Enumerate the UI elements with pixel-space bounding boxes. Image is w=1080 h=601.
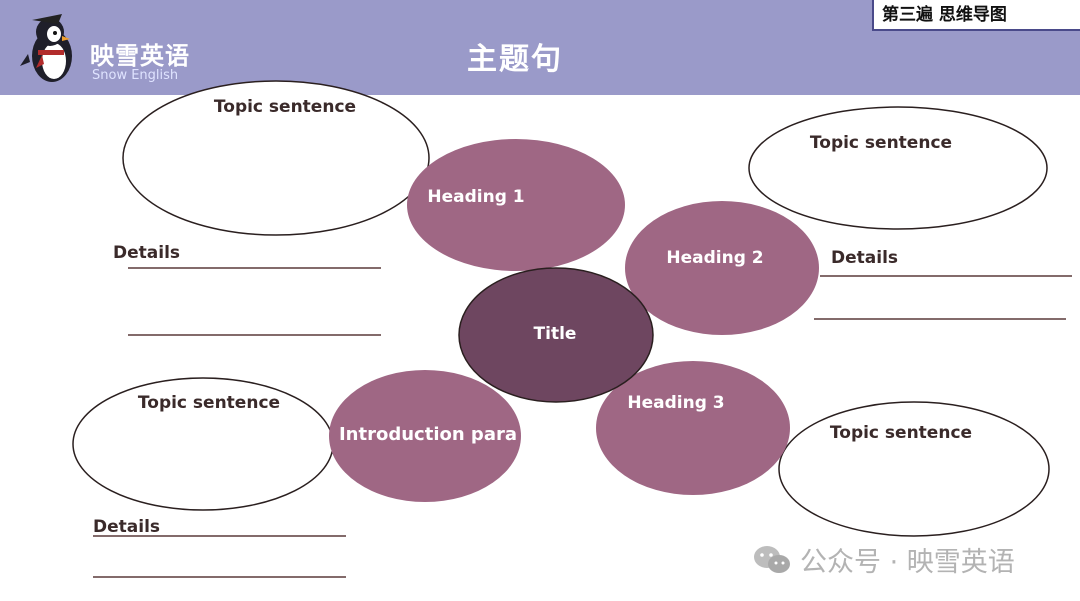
topic-sentence-label-bottom-right: Topic sentence [830,423,972,443]
topic-ellipse-top-left [122,80,430,236]
topic-sentence-label-bottom-left: Topic sentence [138,393,280,413]
topic-ellipse-top-right [748,106,1048,230]
title-node [458,267,654,403]
heading-1-node [407,139,625,271]
watermark-text: 公众号 · 映雪英语 [800,547,1015,578]
heading-1-label: Heading 1 [427,187,524,207]
topic-sentence-label-top-right: Topic sentence [810,133,952,153]
wechat-icon [754,545,790,573]
details-label-right: Details [831,248,898,268]
details-label-left-bottom: Details [93,517,160,537]
details-label-left-top: Details [113,243,180,263]
heading-2-label: Heading 2 [666,248,763,268]
brand-name-en: Snow English [92,68,179,83]
watermark: 公众号 · 映雪英语 [752,540,1015,579]
heading-3-label: Heading 3 [627,393,724,413]
title-label: Title [534,324,577,344]
intro-para-node [329,370,521,502]
page-title: 主题句 [467,42,563,77]
detail-lines [93,267,1072,578]
intro-para-label: Introduction para [339,424,517,445]
brand-name-cn: 映雪英语 [90,42,190,70]
topic-sentence-label-top-left: Topic sentence [214,97,356,117]
topic-ellipse-bottom-right [778,401,1050,537]
heading-2-node [625,201,819,335]
penguin-mascot-icon [20,14,72,82]
heading-3-node [596,361,790,495]
corner-tag: 第三遍 思维导图 [872,0,1080,31]
